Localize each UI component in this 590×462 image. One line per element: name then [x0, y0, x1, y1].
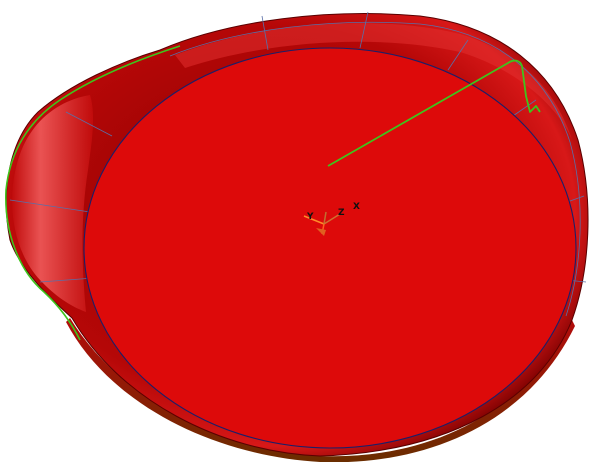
part-bottom-edge: [66, 318, 575, 462]
triad-x-label: X: [353, 202, 360, 212]
triad-y-label: Y: [306, 212, 314, 222]
toolpath-lead-in: [327, 59, 541, 167]
rim-patch-lines: [9, 11, 587, 283]
rim-outer-boundary: [169, 21, 581, 317]
toolpath-outer-edge: [5, 45, 181, 341]
part-inner-face[interactable]: [83, 47, 577, 449]
part-rim-highlight: [175, 23, 572, 140]
triad-x-axis: [323, 213, 341, 225]
triad-y-axis: [303, 215, 325, 225]
triad-origin-marker: [316, 228, 326, 236]
triad-z-axis: [323, 211, 327, 225]
triad-z-label: Z: [338, 208, 345, 218]
part-left-lobe: [12, 95, 94, 312]
coordinate-triad[interactable]: Y Z X: [303, 202, 360, 236]
